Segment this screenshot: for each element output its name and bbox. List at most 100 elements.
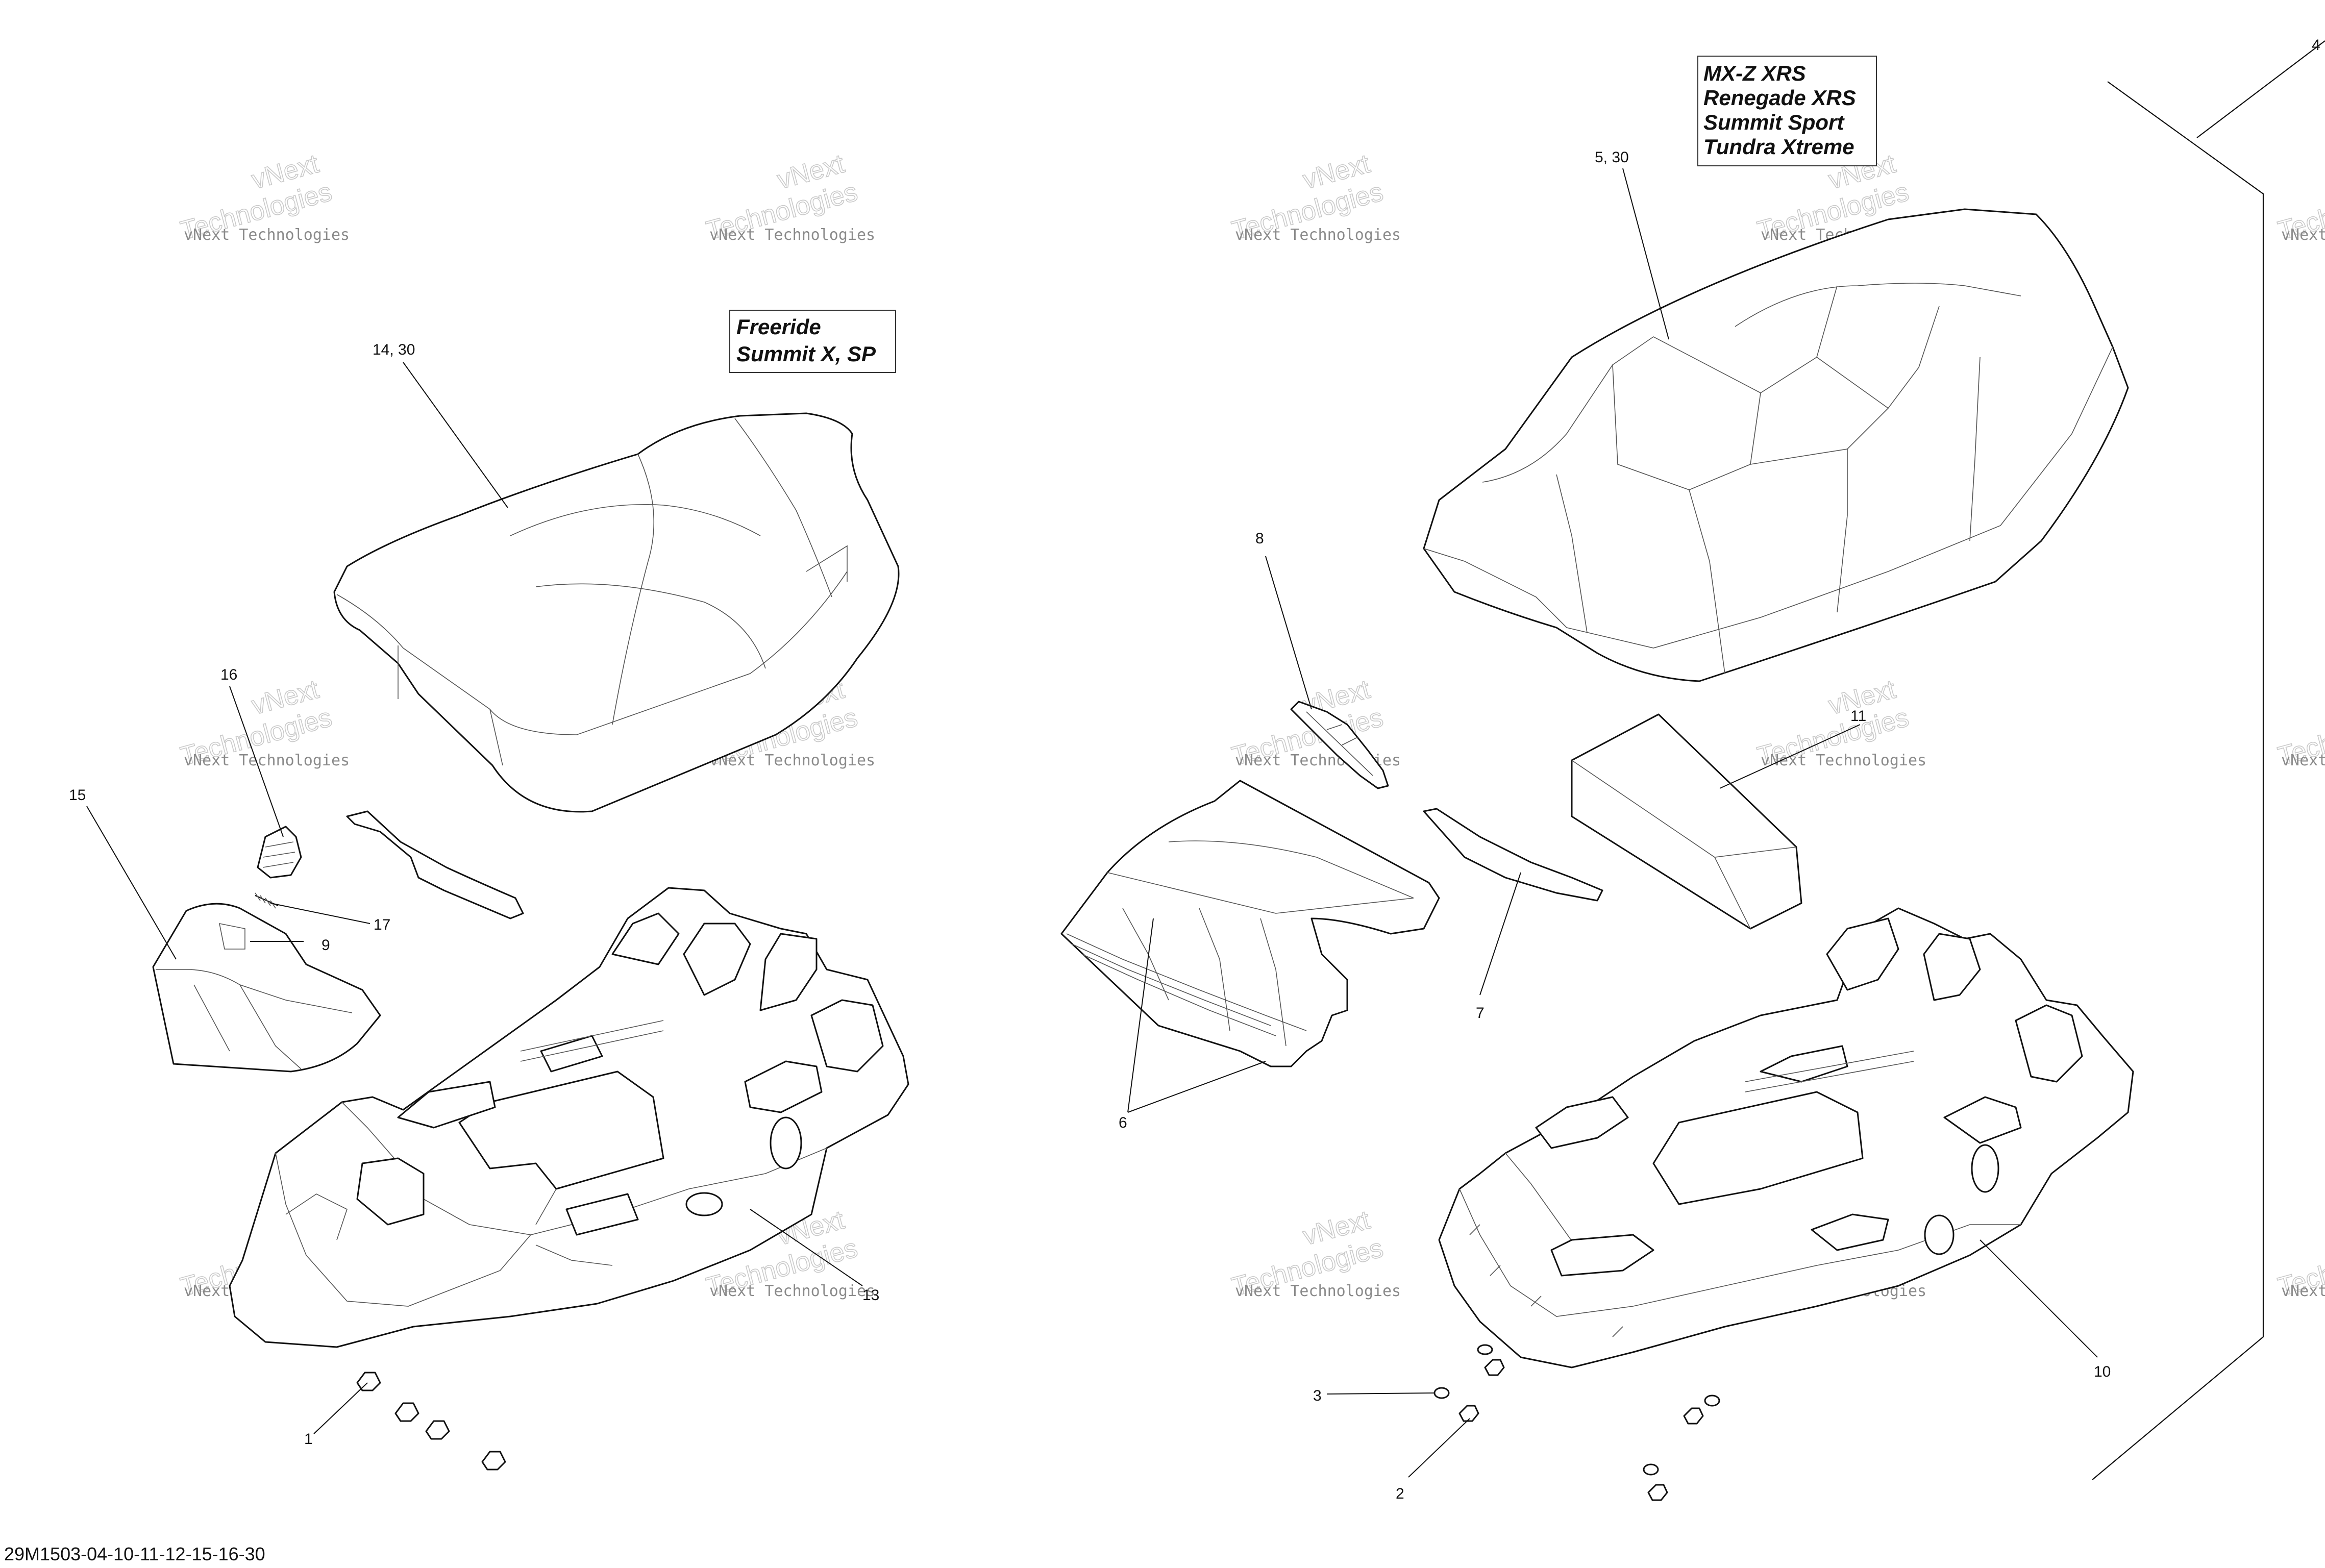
callout-4: 4	[2312, 37, 2320, 54]
leader-17	[270, 903, 370, 924]
base-left-recess	[356, 1157, 425, 1226]
callout-1: 1	[304, 1431, 313, 1448]
watermark-text: vNext Technologies	[709, 752, 875, 769]
base-center-panel	[1652, 1091, 1864, 1205]
base-freeride	[229, 887, 909, 1348]
watermark-text: vNext Technologies	[1235, 226, 1401, 244]
cover-15	[152, 903, 381, 1073]
diagram-reference-number: 29M1503-04-10-11-12-15-16-30	[4, 1544, 265, 1564]
storage-bag-6	[1060, 780, 1440, 1067]
callout-7: 7	[1476, 1005, 1485, 1022]
model-name: Renegade XRS	[1703, 86, 1856, 110]
push-rivet-icon	[481, 1451, 506, 1471]
callout-8: 8	[1255, 530, 1264, 547]
base-center-panel	[458, 1071, 664, 1190]
watermark-text: vNext Technologies	[2281, 752, 2325, 769]
base-fin	[759, 933, 818, 1011]
base-vent	[540, 1035, 603, 1073]
seat-body	[333, 412, 900, 813]
strap-shape	[1423, 808, 1603, 902]
leader-7	[1479, 872, 1521, 995]
callout-11: 11	[1850, 708, 1866, 725]
leader-8	[1265, 556, 1312, 710]
foam-block-11	[1571, 713, 1802, 930]
model-name: Summit X, SP	[736, 342, 876, 366]
callout-5-30: 5, 30	[1595, 149, 1629, 166]
seat-body	[1423, 208, 2129, 682]
watermark-text: vNext Technologies	[184, 752, 350, 769]
leader-10	[1980, 1239, 2098, 1358]
foam-block-shape	[1571, 713, 1802, 930]
base-vent	[1943, 1096, 2022, 1144]
leader-3	[1326, 1392, 1434, 1395]
callout-16: 16	[220, 666, 237, 683]
base-vent	[1760, 1045, 1848, 1083]
push-rivet-icon	[356, 1372, 381, 1391]
base-oval-hole	[685, 1192, 723, 1216]
strap-7	[1423, 808, 1603, 902]
leader-2	[1408, 1418, 1470, 1478]
callout-9: 9	[321, 937, 330, 954]
cover-shape	[152, 903, 381, 1073]
watermark: Technologies vNext vNext Technologies	[177, 674, 350, 772]
watermark-text: vNext Technologies	[2281, 1282, 2325, 1300]
model-name: Tundra Xtreme	[1703, 135, 1854, 159]
leader-6a	[1127, 918, 1154, 1113]
callout-6: 6	[1119, 1114, 1127, 1131]
leader-11	[1719, 724, 1861, 789]
seat-bracket	[346, 810, 524, 919]
callout-13: 13	[862, 1287, 879, 1304]
bag-body	[1060, 780, 1440, 1067]
base-vent	[744, 1060, 823, 1113]
callout-17: 17	[374, 916, 390, 933]
callout-10: 10	[2094, 1363, 2111, 1380]
base-fin	[611, 912, 680, 965]
model-box-mxz: MX-Z XRS Renegade XRS Summit Sport Tundr…	[1697, 56, 1877, 166]
seat-freeride	[333, 412, 900, 813]
leader-14-30	[403, 362, 508, 508]
leader-6b	[1127, 1061, 1266, 1113]
watermark: Technologies vNext vNext Technologies	[1754, 674, 1926, 772]
push-rivet-icon	[1647, 1484, 1668, 1501]
push-rivet-icon	[1683, 1407, 1704, 1425]
latch-16	[257, 826, 302, 879]
base-oval-hole	[770, 1116, 802, 1169]
callouts: 14, 30 16 15 17 9 13 1 5, 30 8 6 7 11 10…	[69, 149, 2111, 1502]
section-border: 4	[2092, 37, 2325, 1480]
bracket-8	[1290, 701, 1389, 789]
watermark: Technologies vNext vNext Technologies	[1228, 1205, 1401, 1303]
base-side-plate	[810, 999, 884, 1073]
watermark: Technologies vNext vNext Technologies	[1228, 148, 1401, 246]
base-vent	[1811, 1213, 1889, 1251]
spring-17	[255, 892, 279, 909]
base-oval-hole	[1971, 1144, 1999, 1193]
washer-icon	[1704, 1395, 1720, 1407]
base-fin	[1826, 917, 1899, 991]
model-name: Freeride	[736, 315, 821, 339]
watermark-text: vNext Technologies	[709, 226, 875, 244]
watermark: Technologies vNext vNext Technologies	[703, 148, 875, 246]
model-box-freeride: Freeride Summit X, SP	[729, 310, 896, 373]
leader-16	[229, 686, 284, 837]
base-seat-rail	[1550, 1234, 1654, 1277]
leader-13	[750, 1209, 863, 1286]
washer-icon	[1643, 1463, 1659, 1476]
callout-15: 15	[69, 787, 86, 804]
push-rivet-icon	[1484, 1359, 1505, 1376]
fasteners-left	[356, 1372, 506, 1471]
watermark-text: vNext Technologies	[2281, 226, 2325, 244]
section-bracket-line	[2092, 81, 2264, 1480]
base-vent	[397, 1081, 496, 1129]
leader-1	[313, 1382, 368, 1434]
push-rivet-icon	[1458, 1405, 1479, 1422]
watermark-text: vNext Technologies	[709, 1282, 875, 1300]
base-mxz	[1438, 907, 2134, 1368]
washer-icon	[1477, 1344, 1493, 1355]
washer-icon	[1433, 1387, 1450, 1399]
base-oval-hole	[1924, 1214, 1955, 1255]
leader-15	[86, 806, 177, 960]
watermark: Technologies vNext Technologies	[2274, 702, 2325, 771]
watermark-text: vNext Technologies	[184, 226, 350, 244]
fasteners-right	[1433, 1344, 1720, 1501]
